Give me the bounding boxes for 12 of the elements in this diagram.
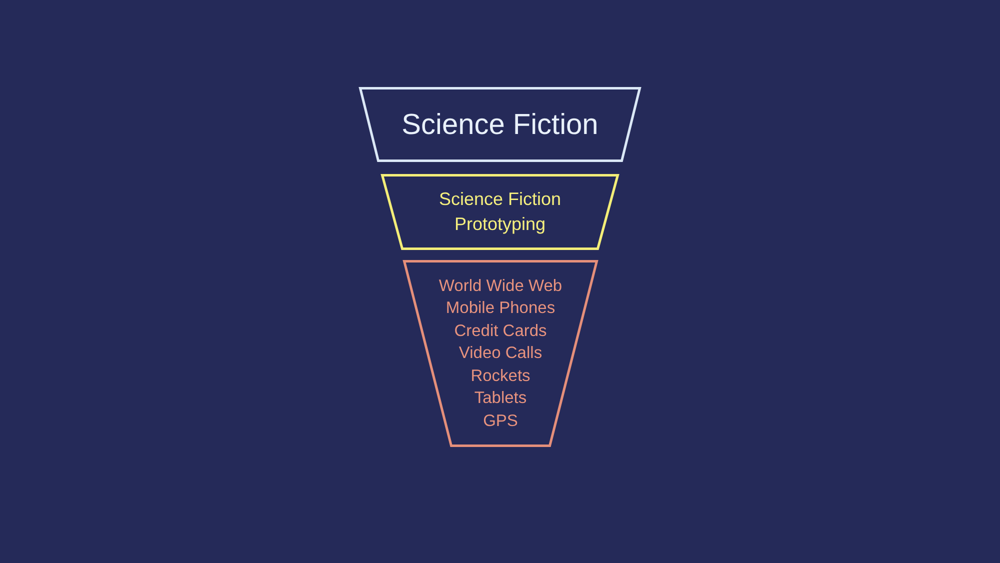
list-item: GPS	[483, 410, 518, 432]
list-item: Rockets	[470, 366, 530, 387]
list-item: Tablets	[474, 388, 527, 410]
funnel-section	[359, 87, 641, 162]
list-item: Credit Cards	[454, 320, 547, 342]
funnel-section	[403, 260, 598, 447]
funnel-section	[381, 174, 619, 250]
stage-label: Science Fiction Prototyping	[438, 188, 562, 236]
stage-label: Science Fiction	[402, 108, 598, 142]
list-item: World Wide Web	[438, 276, 562, 298]
list-item: Video Calls	[458, 343, 542, 364]
list-item: Mobile Phones	[446, 298, 556, 320]
